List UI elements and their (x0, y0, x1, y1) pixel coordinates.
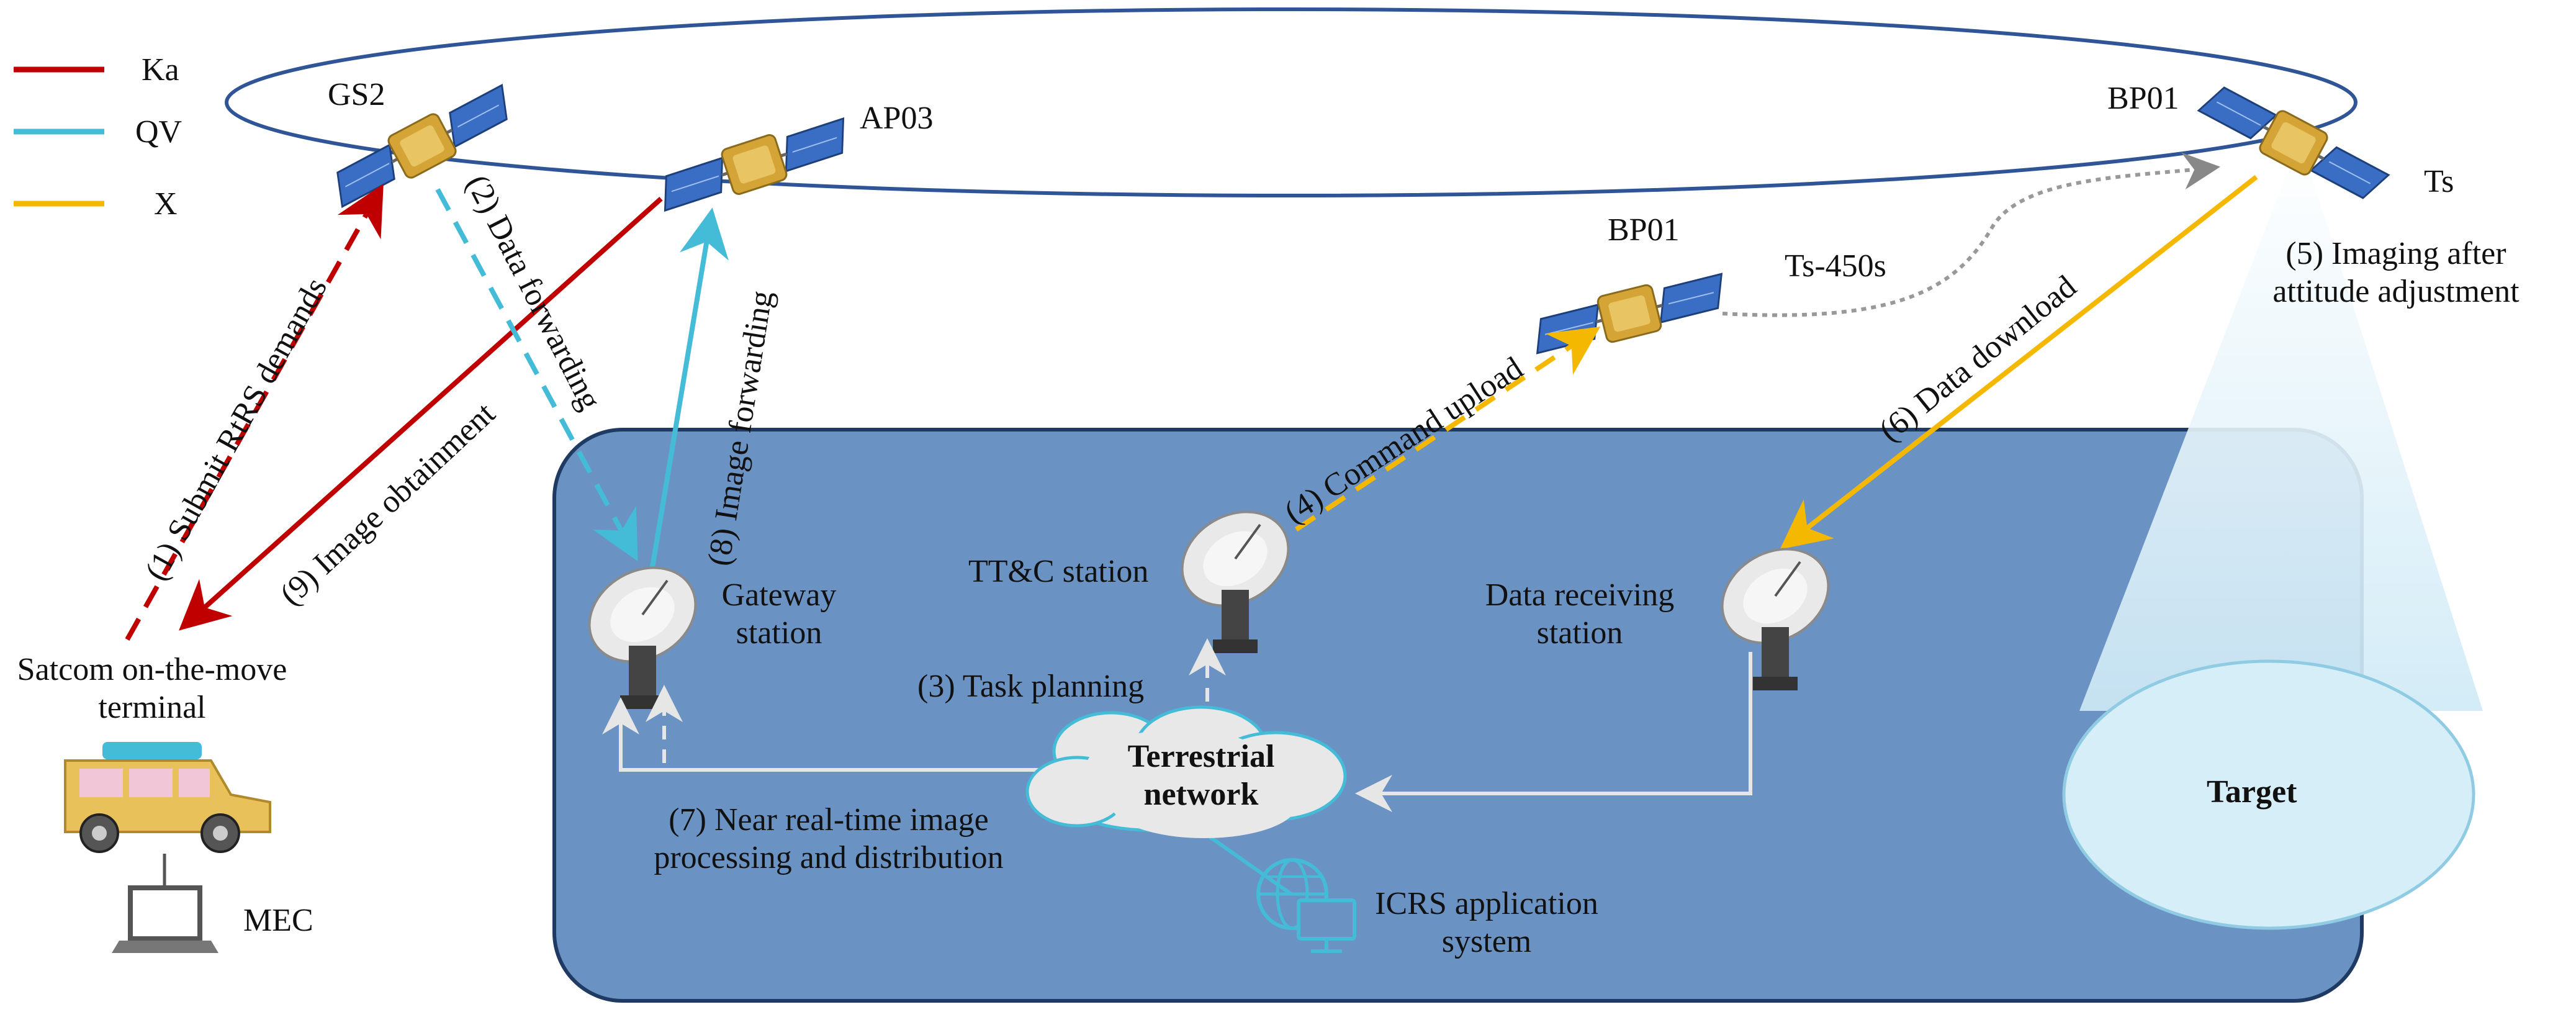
imaging-line-1: (5) Imaging after (2286, 236, 2506, 271)
image-processing-label: (7) Near real-time image processing and … (654, 801, 1003, 877)
icrs-line-2: system (1441, 924, 1532, 960)
gateway-line-1: Gateway (721, 577, 837, 613)
data-receiving-station-label: Data receiving station (1485, 576, 1675, 653)
icrs-system-label: ICRS application system (1375, 885, 1598, 961)
ttc-station-label: TT&C station (968, 554, 1149, 589)
satellite-bp01-top-label: BP01 (2107, 81, 2179, 116)
arrow-submit-demands (125, 184, 384, 641)
satellite-gs2-label: GS2 (328, 77, 385, 112)
terrestrial-line-1: Terrestrial (1127, 739, 1275, 774)
ts-label: Ts (2424, 164, 2454, 199)
data-receiving-line-2: station (1536, 615, 1623, 651)
legend-qv-label: QV (135, 114, 182, 150)
imaging-cone (2079, 140, 2483, 711)
arrow-image-forwarding (649, 207, 729, 572)
terrestrial-line-2: network (1143, 777, 1259, 813)
arrow-orbit-transition (1722, 152, 2220, 317)
orbit-ellipse (225, 7, 2358, 197)
legend-ka-label: Ka (142, 52, 179, 88)
image-processing-line-2: processing and distribution (654, 840, 1004, 876)
gateway-line-2: station (736, 615, 822, 651)
arrow-data-forwarding (435, 188, 638, 562)
satellite-bp01-mid-label: BP01 (1608, 212, 1680, 248)
link-network-to-gateway-dashed (646, 685, 1058, 772)
arrow-command-upload (1264, 327, 1601, 552)
imaging-step-label: (5) Imaging after attitude adjustment (2272, 235, 2519, 311)
ts-minus-label: Ts-450s (1785, 248, 1886, 284)
terrestrial-network-label: Terrestrial network (1128, 738, 1275, 814)
task-planning-label: (3) Task planning (917, 669, 1145, 704)
image-processing-line-1: (7) Near real-time image (669, 802, 989, 838)
satellite-ap03-label: AP03 (860, 101, 934, 136)
terrestrial-network-cloud (1025, 705, 1347, 838)
satcom-vehicle-icon (64, 742, 271, 853)
mec-label: MEC (243, 903, 313, 938)
arrow-data-download (1780, 174, 2258, 549)
imaging-line-2: attitude adjustment (2272, 274, 2520, 310)
link-receiving-to-network (1355, 652, 1752, 812)
satellite-ap03-icon (653, 112, 856, 218)
target-label: Target (2207, 774, 2297, 810)
icrs-line-1: ICRS application (1375, 886, 1598, 921)
arrow-image-obtainment (179, 197, 663, 631)
mec-computer-icon (112, 885, 218, 953)
satcom-line-2: terminal (98, 690, 206, 726)
target-ellipse (2062, 659, 2475, 930)
satellite-bp01-mid-icon (1528, 267, 1731, 361)
satcom-line-1: Satcom on-the-move (17, 652, 287, 687)
satcom-terminal-label: Satcom on-the-move terminal (17, 651, 287, 727)
icrs-globe-monitor-icon (1256, 858, 1356, 953)
legend-x-label: X (154, 186, 178, 222)
data-receiving-line-1: Data receiving (1485, 577, 1675, 613)
gateway-station-label: Gateway station (722, 576, 837, 653)
